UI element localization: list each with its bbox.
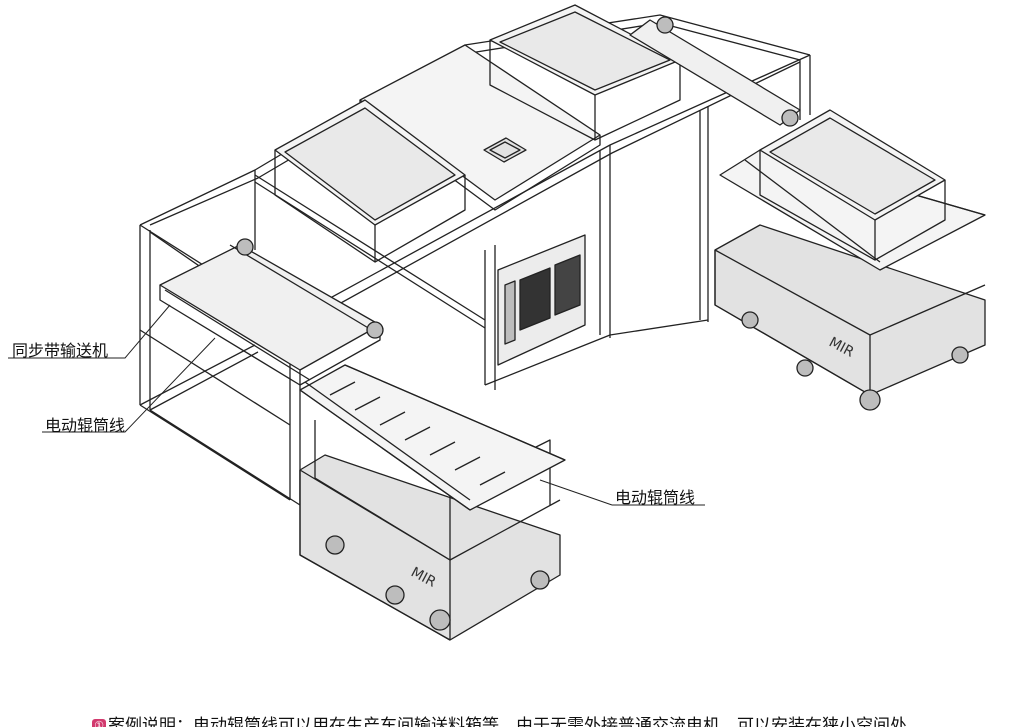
callout-roller-right: 电动辊筒线 <box>615 488 696 507</box>
sync-belt-conveyor-right <box>629 16 801 127</box>
roller-line-front <box>299 364 566 511</box>
callout-leaders <box>8 304 705 506</box>
top-box-left <box>274 99 466 263</box>
agv-right <box>714 224 986 411</box>
callout-sync-belt: 同步带输送机 <box>12 341 109 360</box>
top-box-right <box>489 4 681 141</box>
caption-badge-icon: ① <box>92 719 106 727</box>
box-on-agv-right <box>759 109 946 261</box>
sync-belt-conveyor <box>159 238 384 386</box>
callout-roller-left: 电动辊筒线 <box>45 416 126 435</box>
caption-text: 案例说明：电动辊筒线可以用在生产车间输送料箱等，由于无需外接普通交流电机，可以安… <box>108 716 907 727</box>
control-cabinet <box>497 234 586 366</box>
